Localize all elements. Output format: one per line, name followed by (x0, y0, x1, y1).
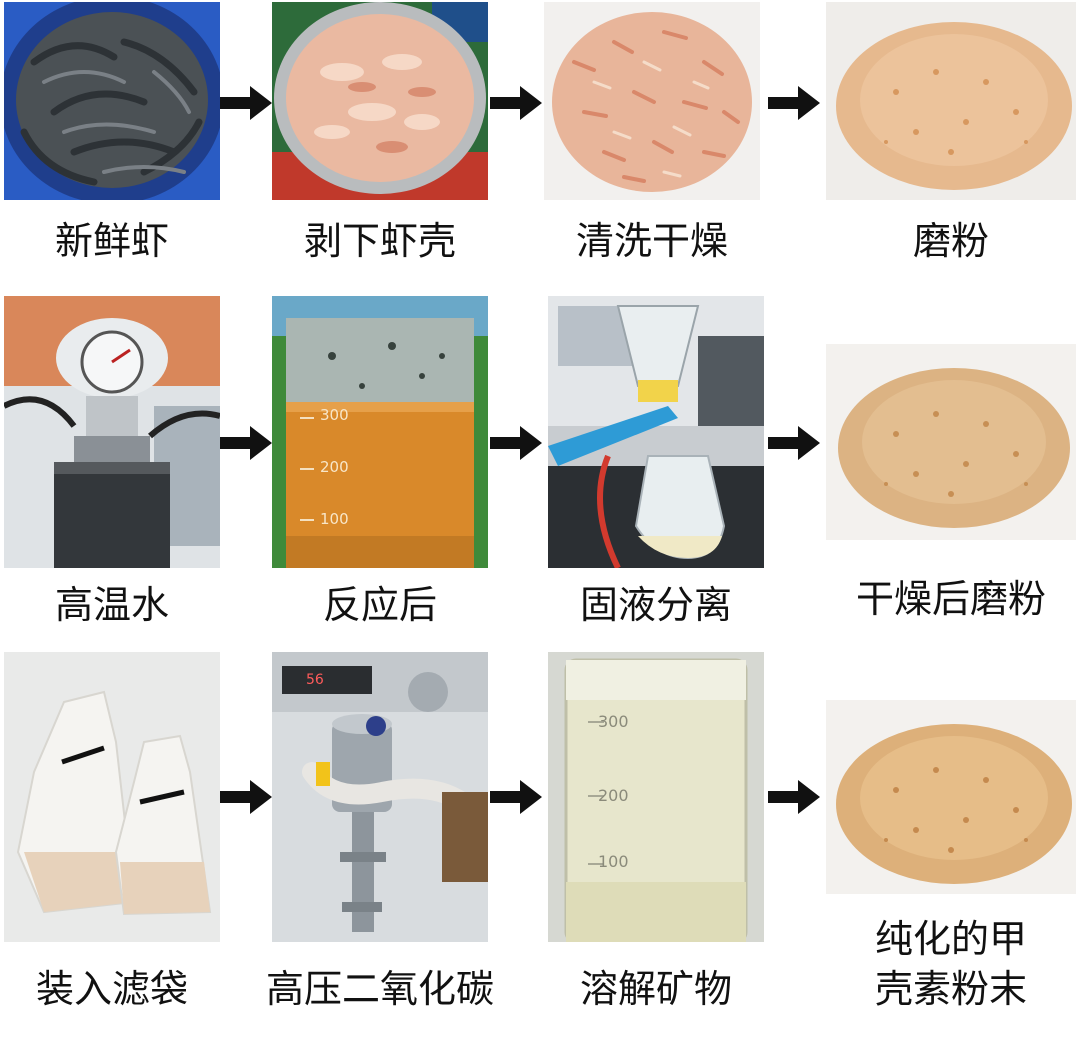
arrow-right-icon (768, 426, 820, 460)
beaker2-mark-200: 200 (598, 786, 629, 805)
arrow-right-icon (490, 426, 542, 460)
caption-high-pressure-co2: 高压二氧化碳 (265, 967, 494, 1011)
hot-water-reactor-photo (4, 296, 220, 568)
purified-chitin-powder-photo (826, 700, 1076, 894)
beaker-mark-100: 100 (320, 510, 349, 528)
caption-dissolve-minerals: 溶解矿物 (579, 967, 732, 1011)
arrow-right-icon (220, 780, 272, 814)
caption-grind: 磨粉 (912, 219, 989, 263)
caption-load-filter-bags: 装入滤袋 (35, 967, 188, 1011)
caption-peel-shells: 剥下虾壳 (303, 219, 456, 263)
caption-purified-chitin-line1: 纯化的甲 (874, 917, 1027, 961)
arrow-right-icon (490, 86, 542, 120)
caption-after-reaction: 反应后 (322, 583, 437, 627)
arrow-right-icon (220, 86, 272, 120)
caption-wash-dry: 清洗干燥 (575, 219, 728, 263)
ground-powder-photo (826, 2, 1076, 200)
beaker-mark-200: 200 (320, 458, 349, 476)
arrow-right-icon (490, 780, 542, 814)
beaker2-mark-300: 300 (598, 712, 629, 731)
arrow-right-icon (768, 86, 820, 120)
dried-ground-powder-photo (826, 344, 1076, 540)
dissolved-minerals-photo (548, 652, 764, 942)
dried-shells-photo (544, 2, 760, 200)
caption-fresh-shrimp: 新鲜虾 (54, 219, 169, 263)
beaker-mark-300: 300 (320, 406, 349, 424)
caption-purified-chitin-line2: 壳素粉末 (874, 967, 1027, 1011)
display-reading: 56 (306, 672, 324, 688)
caption-dry-and-grind: 干燥后磨粉 (855, 577, 1046, 621)
peeled-shells-photo (272, 2, 488, 200)
caption-solid-liquid-separation: 固液分离 (579, 583, 732, 627)
arrow-right-icon (768, 780, 820, 814)
filtration-photo (548, 296, 764, 568)
reacted-liquid-photo (272, 296, 488, 568)
beaker2-mark-100: 100 (598, 852, 629, 871)
arrow-right-icon (220, 426, 272, 460)
fresh-shrimp-photo (4, 2, 220, 200)
filter-bags-photo (4, 652, 220, 942)
high-pressure-co2-photo (272, 652, 488, 942)
caption-hot-water: 高温水 (54, 583, 169, 627)
